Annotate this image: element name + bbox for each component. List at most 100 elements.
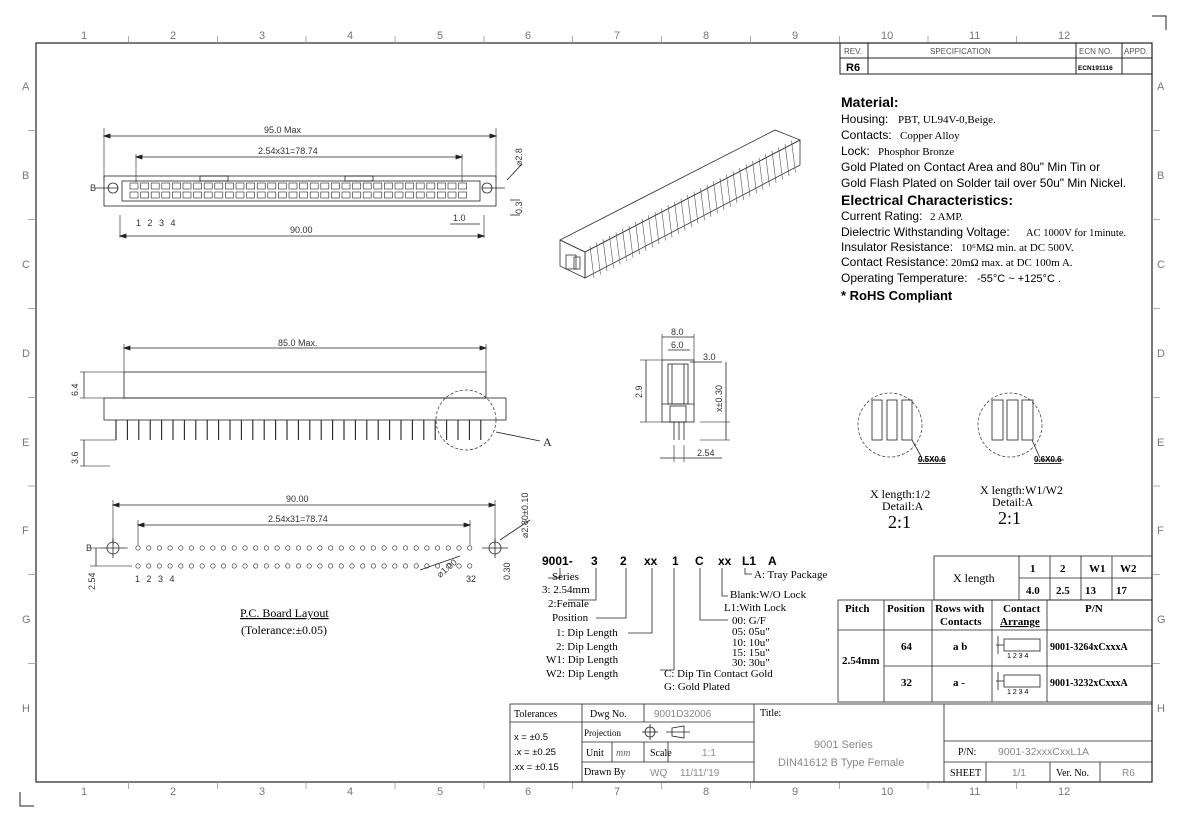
code-tray: A: Tray Package [754, 569, 827, 581]
grid-row-label: A [1157, 81, 1165, 93]
grid-col-label: 1 [81, 30, 87, 42]
detail-scale: 2:1 [998, 508, 1021, 528]
end-dim-lock: 3.0 [703, 352, 716, 362]
part-code-segment: L1 [742, 554, 756, 568]
plating-line-1: Gold Plated on Contact Area and 80u" Min… [841, 160, 1100, 174]
tb-drawn-date: 11/11/'19 [680, 768, 720, 779]
grid-col-label: 7 [614, 786, 620, 798]
tb-unit-label: Unit [586, 748, 604, 759]
xlength-col-head: 1 [1030, 563, 1036, 575]
part-code-segment: xx [644, 554, 658, 568]
title-block [509, 703, 1153, 783]
pn-row-pn: 9001-3232xCxxxA [1050, 678, 1129, 689]
code-plating-c: C: Dip Tin Contact Gold [664, 668, 773, 680]
pn-head-position: Position [887, 603, 925, 615]
code-dip2: 2: Dip Length [556, 641, 618, 653]
code-series-label: Series [552, 571, 579, 583]
xlength-value: 4.0 [1026, 585, 1040, 597]
contacts-value: Copper Alloy [900, 130, 960, 142]
pn-row-rows: a b [953, 641, 967, 653]
code-dipw1: W1: Dip Length [546, 654, 619, 666]
grid-col-label: 4 [347, 30, 353, 42]
tb-dwg-label: Dwg No. [590, 709, 627, 720]
grid-col-label: 9 [792, 786, 798, 798]
grid-row-label: H [1157, 703, 1165, 715]
pn-head-pitch: Pitch [845, 603, 869, 615]
grid-row-label: D [22, 348, 30, 360]
electrical-title: Electrical Characteristics: [841, 192, 1013, 208]
top-pin-number: 4 [171, 218, 176, 228]
grid-row-label: A [22, 81, 30, 93]
tb-pn-value: 9001-32xxxCxxL1A [998, 746, 1089, 758]
side-dim-height: 6.4 [70, 383, 80, 396]
lock-value: Phosphor Bronze [878, 146, 954, 158]
isometric-view [559, 129, 801, 279]
grid-col-label: 12 [1058, 786, 1070, 798]
grid-col-label: 10 [881, 30, 893, 42]
top-marker: B [90, 183, 96, 193]
detail-views [857, 392, 1064, 461]
grid-col-label: 5 [437, 30, 443, 42]
tb-drawn-value: WQ [650, 768, 667, 779]
top-dim-mount: 90.00 [290, 225, 313, 235]
pn-head-arrange-2: Arrange [1000, 616, 1040, 628]
grid-col-label: 10 [881, 786, 893, 798]
top-dim-tail: 1.0 [453, 213, 466, 223]
appd-label: APPD. [1124, 47, 1148, 56]
end-dim-body: 2.9 [634, 385, 644, 398]
grid-col-label: 7 [614, 30, 620, 42]
part-code-segment: A [768, 554, 777, 568]
tb-title-line2: DIN41612 B Type Female [778, 757, 904, 769]
pcb-pin-number: 1 [135, 574, 140, 584]
pcb-layout [90, 500, 531, 571]
material-title: Material: [841, 94, 899, 110]
tb-dwg-value: 9001D32006 [654, 709, 712, 720]
code-lock-l1: L1:With Lock [724, 602, 787, 614]
code-lock-blank: Blank:W/O Lock [730, 589, 807, 601]
end-dim-tail: x±0.30 [714, 385, 724, 412]
side-dim-length: 85.0 Max. [278, 338, 318, 348]
grid-row-label: F [22, 525, 29, 537]
revision-block: REV. SPECIFICATION ECN NO. APPD. R6 ECN1… [839, 42, 1153, 75]
spec-label: SPECIFICATION [930, 47, 991, 56]
grid-row-label: F [1157, 525, 1164, 537]
grid-row-label: B [22, 170, 29, 182]
xlength-col-head: W1 [1089, 563, 1106, 575]
grid-col-label: 8 [703, 786, 709, 798]
grid-row-label: G [1157, 614, 1166, 626]
tb-drawn-label: Drawn By [584, 767, 625, 778]
grid-col-label: 9 [792, 30, 798, 42]
tb-ver-value: R6 [1122, 768, 1135, 779]
pcb-dim-mount-hole: ⌀2.80±0.10 [520, 493, 530, 538]
grid-row-label: G [22, 614, 31, 626]
xlength-col-head: 2 [1060, 563, 1066, 575]
dielectric-label: Dielectric Withstanding Voltage: [841, 225, 1010, 239]
pn-head-rows-2: Contacts [940, 616, 982, 628]
tb-pn-label: P/N: [958, 747, 976, 758]
tb-title-label: Title: [760, 708, 781, 719]
ecn-label: ECN NO. [1079, 47, 1112, 56]
code-plating-g: G: Gold Plated [664, 681, 730, 693]
code-gold-00: 00: G/F [732, 615, 766, 627]
specification-text: Material: Housing: PBT, UL94V-0,Beige. C… [841, 94, 1126, 303]
detail-tag: 0.6X0.6 [1034, 455, 1062, 464]
tb-scale-label: Scale [650, 748, 672, 759]
code-gold-15: 15: 15u" [732, 647, 770, 659]
contacts-label: Contacts: [841, 128, 892, 142]
code-dipw2: W2: Dip Length [546, 668, 619, 680]
code-gold-30: 30: 30u" [732, 657, 770, 669]
grid-col-label: 4 [347, 786, 353, 798]
code-dip1: 1: Dip Length [556, 627, 618, 639]
temp-value: -55°C ~ +125°C . [977, 273, 1061, 285]
pn-pitch: 2.54mm [842, 655, 880, 667]
top-pin-number: 1 [136, 218, 141, 228]
part-code-segment: 1 [672, 554, 679, 568]
grid-row-label: H [22, 703, 30, 715]
end-dim-inner: 6.0 [671, 340, 684, 350]
detail-name: Detail:A [882, 499, 924, 513]
grid-col-label: 3 [259, 30, 265, 42]
pcb-pin-last: 32 [466, 574, 476, 584]
grid-row-label: C [1157, 259, 1165, 271]
